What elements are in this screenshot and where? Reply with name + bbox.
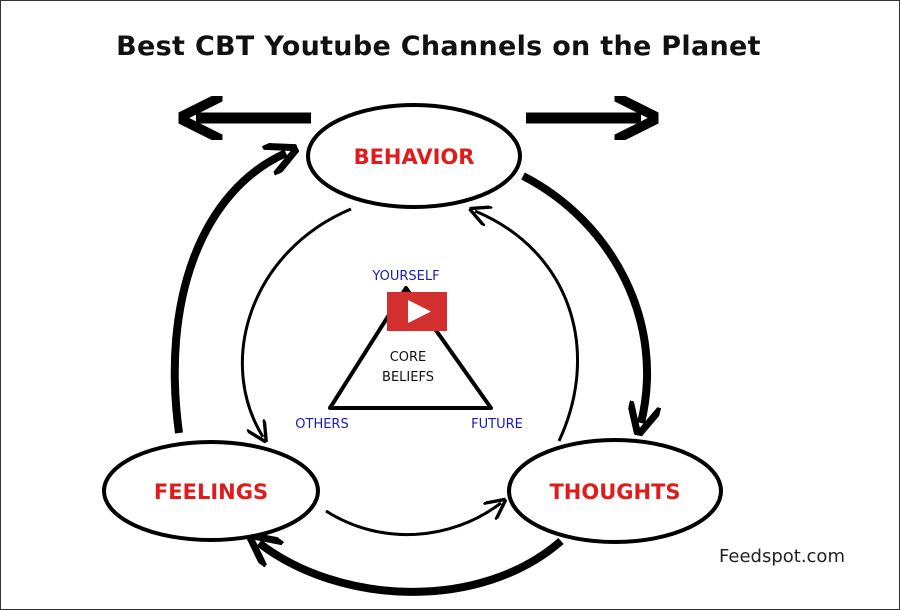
- youtube-play-icon[interactable]: [387, 292, 447, 331]
- core-beliefs-line1: CORE: [390, 350, 427, 365]
- node-behavior-label: BEHAVIOR: [354, 145, 475, 169]
- node-thoughts-label: THOUGHTS: [549, 480, 680, 504]
- node-behavior: BEHAVIOR: [306, 103, 522, 209]
- page-title: Best CBT Youtube Channels on the Planet: [116, 31, 761, 62]
- arc-thoughts-to-behavior-inner: [475, 211, 579, 442]
- arc-behavior-to-thoughts: [521, 172, 647, 423]
- brand-label: Feedspot.com: [719, 546, 845, 567]
- triangle-label-future: FUTURE: [471, 417, 523, 432]
- node-feelings-label: FEELINGS: [154, 480, 268, 504]
- arc-feelings-to-thoughts-inner: [325, 503, 501, 537]
- node-thoughts: THOUGHTS: [507, 438, 723, 544]
- triangle-label-yourself: YOURSELF: [371, 269, 439, 284]
- arc-behavior-to-feelings-inner: [240, 207, 352, 437]
- core-beliefs-line2: BELIEFS: [382, 370, 434, 385]
- node-feelings: FEELINGS: [102, 440, 320, 542]
- triangle-label-others: OTHERS: [295, 417, 348, 432]
- core-beliefs-triangle: [328, 286, 493, 410]
- arc-feelings-to-behavior: [170, 153, 286, 434]
- arc-thoughts-to-feelings: [259, 541, 564, 596]
